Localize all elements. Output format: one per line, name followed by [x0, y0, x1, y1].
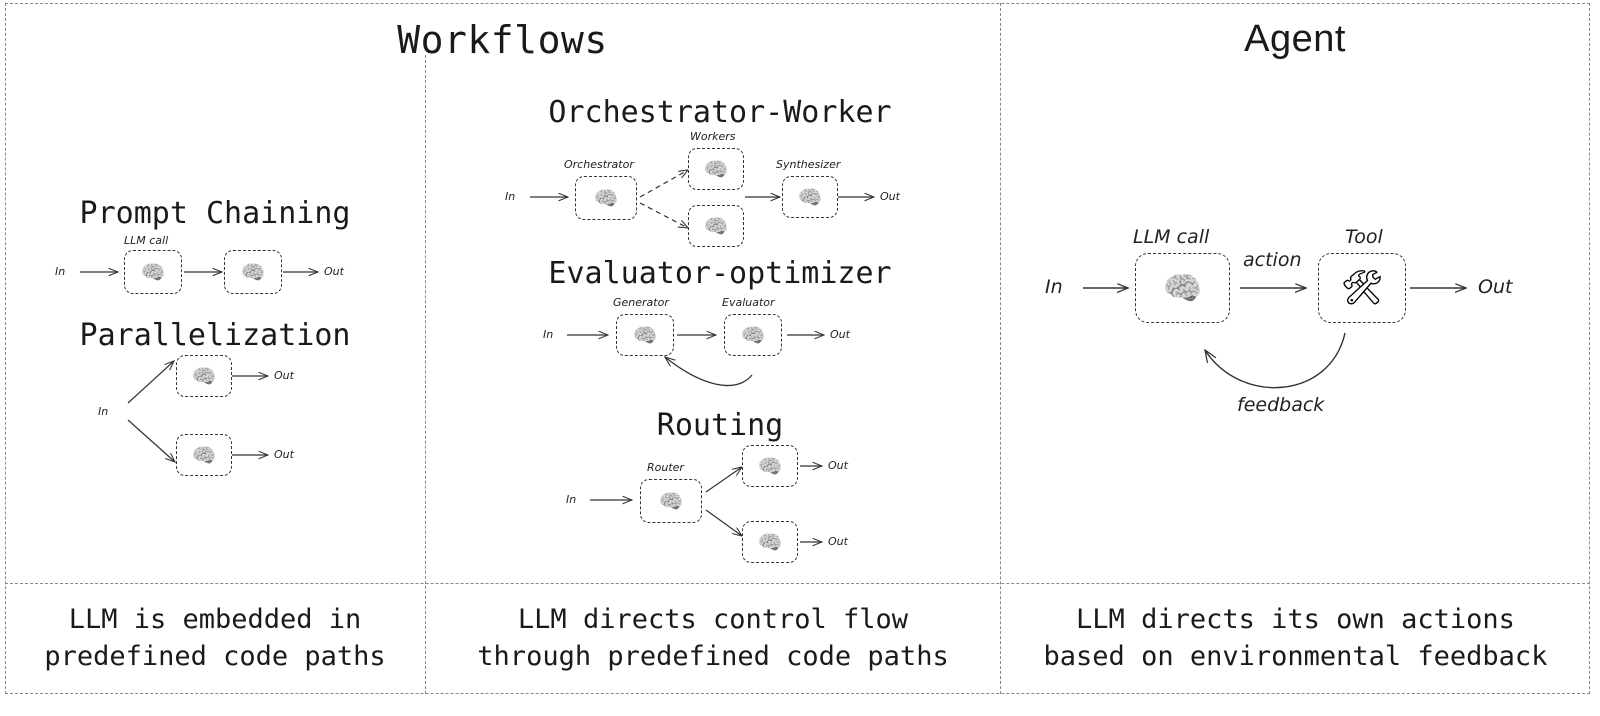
- evaluator-node[interactable]: 🧠: [724, 314, 782, 356]
- routing-llm-node-bottom[interactable]: 🧠: [742, 521, 798, 563]
- parallelization-out-label-top: Out: [274, 369, 294, 382]
- routing-in-label: In: [566, 493, 577, 506]
- caption-line: LLM directs control flow: [517, 604, 909, 636]
- agent-action-label: action: [1243, 249, 1302, 271]
- hammer-and-wrench-icon: 🛠: [1340, 268, 1384, 308]
- caption-workflows-right: LLM directs control flow through predefi…: [426, 583, 1000, 694]
- parallelization-llm-node-top[interactable]: 🧠: [176, 355, 232, 397]
- agent-out-label: Out: [1478, 276, 1513, 298]
- caption-line: LLM directs its own actions: [1076, 604, 1515, 636]
- brain-icon: 🧠: [1162, 269, 1203, 307]
- generator-node[interactable]: 🧠: [616, 314, 674, 356]
- agent-llm-call-label: LLM call: [1133, 226, 1210, 248]
- router-node[interactable]: 🧠: [640, 479, 702, 523]
- parallelization-llm-node-bottom[interactable]: 🧠: [176, 434, 232, 476]
- prompt-chaining-in-label: In: [55, 265, 66, 278]
- evaluator-label: Evaluator: [722, 296, 775, 309]
- prompt-chaining-llm-node-1[interactable]: 🧠: [124, 250, 182, 294]
- synthesizer-node[interactable]: 🧠: [782, 176, 838, 218]
- caption-workflows-left: LLM is embedded in predefined code paths: [5, 583, 425, 694]
- caption-line: based on environmental feedback: [1043, 640, 1548, 672]
- agent-in-label: In: [1045, 276, 1063, 298]
- brain-icon: 🧠: [757, 530, 783, 554]
- pattern-title-prompt-chaining: Prompt Chaining: [79, 196, 351, 231]
- synthesizer-label: Synthesizer: [776, 158, 841, 171]
- agent-column-title: Agent: [1244, 18, 1346, 60]
- brain-icon: 🧠: [593, 186, 619, 210]
- caption-line: LLM is embedded in: [68, 604, 362, 636]
- prompt-chaining-llm-call-label: LLM call: [124, 234, 169, 247]
- workflows-column-title: Workflows: [397, 18, 608, 62]
- evaluator-optimizer-in-label: In: [543, 328, 554, 341]
- caption-agent: LLM directs its own actions based on env…: [1001, 583, 1590, 694]
- pattern-title-evaluator-optimizer: Evaluator-optimizer: [548, 256, 892, 291]
- worker-node-bottom[interactable]: 🧠: [688, 205, 744, 247]
- parallelization-in-label: In: [98, 405, 109, 418]
- orchestrator-worker-in-label: In: [505, 190, 516, 203]
- agent-feedback-arrow: [1205, 332, 1346, 389]
- brain-icon: 🧠: [191, 443, 217, 467]
- workers-label: Workers: [690, 130, 736, 143]
- divider-captions: [5, 583, 1590, 584]
- evaluator-optimizer-out-label: Out: [830, 328, 850, 341]
- divider-workflows-columns: [425, 55, 426, 694]
- parallelization-out-label-bottom: Out: [274, 448, 294, 461]
- brain-icon: 🧠: [757, 454, 783, 478]
- agent-tool-title-label: Tool: [1345, 226, 1383, 248]
- divider-workflows-agent: [1000, 3, 1001, 694]
- pattern-title-routing: Routing: [656, 408, 784, 443]
- brain-icon: 🧠: [140, 260, 166, 284]
- routing-out-label-bottom: Out: [828, 535, 848, 548]
- prompt-chaining-llm-node-2[interactable]: 🧠: [224, 250, 282, 294]
- worker-node-top[interactable]: 🧠: [688, 148, 744, 190]
- brain-icon: 🧠: [658, 489, 684, 513]
- agent-tool-node[interactable]: 🛠: [1318, 253, 1406, 323]
- pattern-title-parallelization: Parallelization: [79, 318, 351, 353]
- brain-icon: 🧠: [740, 323, 766, 347]
- orchestrator-worker-out-label: Out: [880, 190, 900, 203]
- brain-icon: 🧠: [240, 260, 266, 284]
- brain-icon: 🧠: [632, 323, 658, 347]
- routing-out-label-top: Out: [828, 459, 848, 472]
- prompt-chaining-out-label: Out: [324, 265, 344, 278]
- brain-icon: 🧠: [703, 157, 729, 181]
- pattern-title-orchestrator-worker: Orchestrator-Worker: [548, 95, 892, 130]
- agent-llm-node[interactable]: 🧠: [1135, 253, 1230, 323]
- agent-feedback-label: feedback: [1237, 394, 1325, 416]
- brain-icon: 🧠: [703, 214, 729, 238]
- orchestrator-node[interactable]: 🧠: [575, 176, 637, 220]
- caption-line: predefined code paths: [44, 640, 386, 672]
- evaluator-feedback-arrow: [665, 357, 753, 387]
- generator-label: Generator: [613, 296, 669, 309]
- router-label: Router: [647, 461, 684, 474]
- brain-icon: 🧠: [191, 364, 217, 388]
- brain-icon: 🧠: [797, 185, 823, 209]
- routing-llm-node-top[interactable]: 🧠: [742, 445, 798, 487]
- caption-line: through predefined code paths: [477, 640, 949, 672]
- orchestrator-label: Orchestrator: [564, 158, 634, 171]
